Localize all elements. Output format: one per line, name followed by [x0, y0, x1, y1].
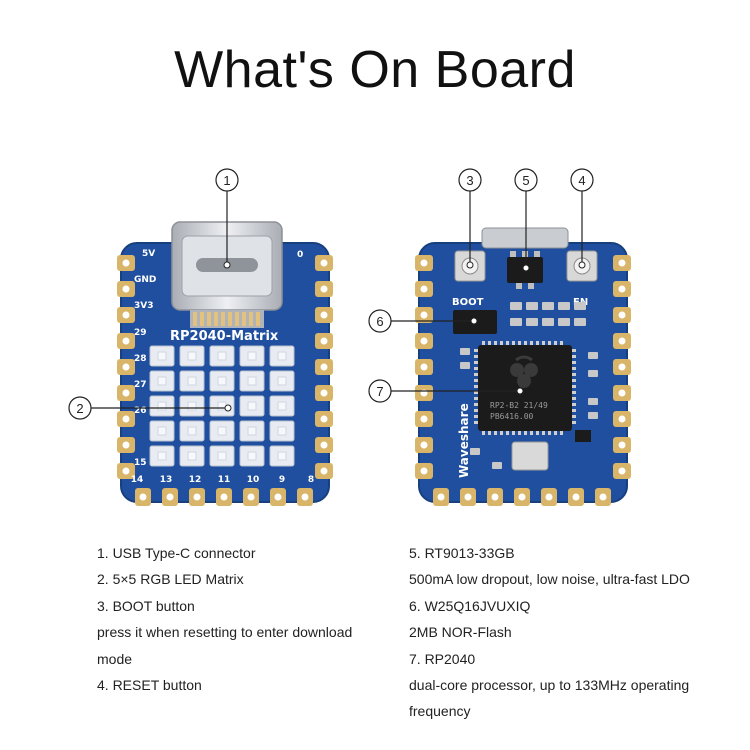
pin-label: 9 [279, 475, 285, 485]
pin-label: 14 [131, 475, 144, 485]
legend-item: 2MB NOR-Flash [409, 624, 512, 641]
chip-line-1: RP2-B2 21/49 [490, 401, 548, 410]
callout-markers [223, 261, 586, 412]
left-pin-labels: 29 28 27 26 15 [134, 328, 147, 468]
pin-label: 13 [160, 475, 173, 485]
label-0: 0 [297, 250, 303, 260]
callout-7: 7 [368, 379, 392, 403]
callout-2-number: 2 [76, 401, 83, 416]
pin-label: 26 [134, 406, 147, 416]
callout-6-number: 6 [376, 314, 383, 329]
chip-line-2: PB6416.00 [490, 412, 534, 421]
pin-label: 29 [134, 328, 147, 338]
callout-3-number: 3 [466, 173, 473, 188]
pin-label: 10 [247, 475, 260, 485]
legend-item: 500mA low dropout, low noise, ultra-fast… [409, 571, 690, 588]
callout-4-number: 4 [578, 173, 585, 188]
brand-label: Waveshare [457, 403, 471, 478]
pin-label: 27 [134, 380, 147, 390]
usb-c-underside [481, 227, 569, 249]
pin-label: 28 [134, 354, 147, 364]
label-3v3: 3V3 [134, 301, 154, 311]
legend-item: 5. RT9013-33GB [409, 545, 515, 561]
boot-label: BOOT [452, 297, 484, 308]
passive-components [460, 302, 598, 469]
callout-2: 2 [68, 396, 92, 420]
legend-left: 1. USB Type-C connector 2. 5×5 RGB LED M… [97, 540, 397, 698]
legend-item: 1. USB Type-C connector [97, 545, 256, 561]
callout-1-number: 1 [223, 173, 230, 188]
crystal [511, 441, 549, 471]
legend-item: 7. RP2040 [409, 650, 476, 667]
bottom-pin-labels: 14 13 12 11 10 9 8 [131, 475, 314, 485]
callout-4: 4 [570, 168, 594, 192]
callout-6: 6 [368, 309, 392, 333]
legend-item: 3. BOOT button [97, 597, 195, 614]
callout-5-number: 5 [522, 173, 529, 188]
callouts [91, 191, 583, 409]
pin-label: 15 [134, 458, 147, 468]
right-castellated-pads [415, 255, 631, 506]
left-board: 5V GND 3V3 0 RP2040-Matrix 29 28 27 26 15 14… [117, 221, 333, 506]
legend-item: 4. RESET button [97, 677, 202, 694]
legend-item: mode [97, 650, 133, 667]
callout-1: 1 [215, 168, 239, 192]
legend-item: frequency [409, 703, 471, 720]
legend-right: 5. RT9013-33GB 500mA low dropout, low no… [409, 540, 739, 725]
legend-item: dual-core processor, up to 133MHz operat… [409, 677, 690, 694]
rp2040-chip: RP2-B2 21/49 PB6416.00 [474, 341, 576, 435]
rgb-led-matrix [149, 345, 295, 467]
right-board: BOOT EN RP2-B2 21/49 PB6416.00 Waveshare [415, 227, 631, 506]
board-name-label: RP2040-Matrix [170, 329, 279, 344]
callout-3: 3 [458, 168, 482, 192]
transistor [575, 430, 591, 442]
legend-item: 2. 5×5 RGB LED Matrix [97, 571, 244, 588]
label-gnd: GND [134, 275, 156, 285]
page-title: What's On Board [174, 41, 576, 99]
left-castellated-pads [117, 255, 333, 506]
callout-7-number: 7 [376, 384, 383, 399]
pin-label: 12 [189, 475, 202, 485]
callout-5: 5 [514, 168, 538, 192]
raspberry-logo-icon [510, 355, 538, 388]
pin-label: 11 [218, 475, 231, 485]
pin-label: 8 [308, 475, 314, 485]
label-5v: 5V [142, 249, 155, 259]
legend-item: press it when resetting to enter downloa… [97, 624, 353, 641]
legend-item: 6. W25Q16JVUXIQ [409, 597, 531, 614]
